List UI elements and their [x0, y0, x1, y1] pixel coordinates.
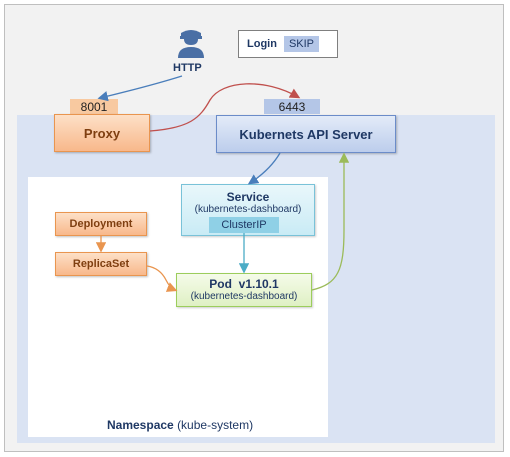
cluster-ip-label: ClusterIP [209, 217, 279, 233]
api-server-box: Kubernets API Server [216, 115, 396, 153]
service-title: Service [226, 190, 270, 204]
service-box: Service (kubernetes-dashboard) [181, 184, 315, 236]
arrow-pod-to-api [311, 152, 350, 291]
pod-version: v1.10.1 [238, 276, 279, 291]
namespace-title: Namespace [107, 418, 174, 432]
pod-title: Pod [209, 276, 232, 291]
arrow-http-to-proxy [97, 75, 183, 102]
arrow-proxy-to-api [149, 83, 301, 132]
api-port-label: 6443 [264, 99, 320, 114]
http-label: HTTP [173, 62, 202, 74]
login-label: Login [247, 38, 277, 50]
proxy-label: Proxy [83, 125, 121, 141]
replicaset-label: ReplicaSet [72, 258, 130, 270]
user-icon [174, 24, 208, 58]
proxy-port-label: 8001 [70, 99, 118, 114]
deployment-box: Deployment [55, 212, 147, 236]
namespace-value: (kube-system) [177, 418, 254, 432]
arrow-api-to-service [247, 152, 281, 185]
pod-subtitle: (kubernetes-dashboard) [190, 290, 298, 302]
deployment-label: Deployment [69, 218, 133, 230]
skip-button[interactable]: SKIP [283, 36, 320, 52]
login-box: Login SKIP [238, 30, 338, 58]
proxy-box: Proxy [54, 114, 150, 152]
api-server-label: Kubernets API Server [239, 126, 373, 142]
service-subtitle: (kubernetes-dashboard) [194, 204, 302, 215]
arrow-replicaset-to-pod [146, 265, 178, 292]
namespace-label: Namespace (kube-system) [107, 418, 253, 432]
